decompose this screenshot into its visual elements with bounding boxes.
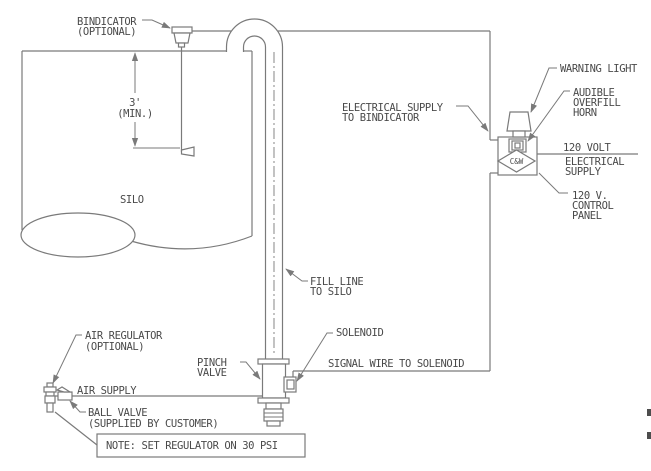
pinch-valve-leader xyxy=(240,361,261,380)
warning-light-dome xyxy=(506,111,532,132)
note-text: NOTE: SET REGULATOR ON 30 PSI xyxy=(106,440,278,452)
regulator-body xyxy=(44,395,56,404)
silo-label: SILO xyxy=(120,194,144,206)
air-regulator-device xyxy=(43,382,57,413)
panel-logo-text: C&W xyxy=(510,157,524,166)
dimension-3ft: 3' (MIN.) xyxy=(117,52,180,149)
fill-line-label-1: FILL LINE xyxy=(310,276,363,288)
warning-light-base xyxy=(512,130,526,138)
valve-outlet-stub xyxy=(265,402,282,410)
bindicator-label-1: BINDICATOR xyxy=(77,16,137,28)
ball-valve-lever xyxy=(55,386,73,393)
horn-label-2: OVERFILL xyxy=(573,97,620,109)
label-pinch-valve: PINCH VALVE xyxy=(197,357,261,380)
elec-supply-label-2: TO BINDICATOR xyxy=(342,112,420,124)
silo xyxy=(20,50,253,258)
solenoid-leader xyxy=(296,332,333,382)
ball-valve-leader xyxy=(69,400,86,413)
scan-artifact-1 xyxy=(647,409,651,416)
label-warning-light: WARNING LIGHT xyxy=(530,63,638,113)
note-leader xyxy=(54,411,98,446)
pinch-valve-assembly xyxy=(257,358,297,427)
signal-wire-label: SIGNAL WIRE TO SOLENOID xyxy=(328,358,464,370)
label-ball-valve: BALL VALVE (SUPPLIED BY CUSTOMER) xyxy=(69,400,219,430)
elec-supply-label-1: ELECTRICAL SUPPLY xyxy=(342,102,444,114)
note-frame xyxy=(96,433,306,458)
bindicator-leader xyxy=(142,19,171,29)
regulator-head xyxy=(43,386,57,393)
warning-light-leader xyxy=(530,67,557,113)
bindicator-device xyxy=(171,26,195,157)
air-supply-label: AIR SUPPLY xyxy=(77,385,137,397)
bindicator-body xyxy=(173,32,191,44)
fill-line-label-2: TO SILO xyxy=(310,286,352,298)
panel-logo-diamond xyxy=(496,149,537,173)
fill-line-pipe xyxy=(225,18,284,359)
silo-bottom-ellipse xyxy=(20,212,136,258)
horn-inner xyxy=(514,142,521,149)
air-regulator-label-2: (OPTIONAL) xyxy=(85,341,144,353)
label-bindicator: BINDICATOR (OPTIONAL) xyxy=(77,16,171,38)
control-panel-label-3: PANEL xyxy=(572,210,602,222)
control-panel: C&W xyxy=(496,111,638,176)
air-regulator-label-1: AIR REGULATOR xyxy=(85,330,163,342)
pinch-valve-label-1: PINCH xyxy=(197,357,227,369)
pipe-outer-wall xyxy=(225,18,284,359)
label-control-panel: 120 V. CONTROL PANEL xyxy=(538,172,614,222)
electrical-supply-wire xyxy=(192,30,498,141)
regulator-knob xyxy=(46,382,54,388)
volt-supply-label-1: 120 VOLT xyxy=(563,142,611,154)
bindicator-cap xyxy=(171,26,193,34)
valve-top-flange xyxy=(257,358,290,365)
signal-wire xyxy=(292,172,498,377)
silo-bottom-arc xyxy=(130,235,253,250)
hose-coupling xyxy=(263,408,284,422)
horn-label-1: AUDIBLE xyxy=(573,87,615,99)
label-volt-supply: 120 VOLT ELECTRICAL SUPPLY xyxy=(563,142,625,178)
volt-supply-label-2: ELECTRICAL xyxy=(565,156,624,168)
solenoid-label: SOLENOID xyxy=(336,327,383,339)
ball-valve-label-2: (SUPPLIED BY CUSTOMER) xyxy=(88,418,218,430)
coupling-tip xyxy=(266,420,281,427)
note-box: NOTE: SET REGULATOR ON 30 PSI xyxy=(54,411,306,458)
bindicator-paddle xyxy=(180,146,195,157)
valve-body xyxy=(261,363,287,399)
elec-supply-leader xyxy=(456,105,489,132)
control-panel-label-2: CONTROL xyxy=(572,200,614,212)
label-audible-horn: AUDIBLE OVERFILL HORN xyxy=(527,87,621,142)
valve-bottom-flange xyxy=(257,397,290,404)
label-fill-line: FILL LINE TO SILO xyxy=(285,268,364,298)
ball-valve-device xyxy=(55,386,73,401)
horn-leader xyxy=(527,90,570,142)
bindicator-label-2: (OPTIONAL) xyxy=(77,26,136,38)
horn-label-3: HORN xyxy=(573,107,597,119)
air-regulator-leader xyxy=(52,334,82,384)
regulator-neck xyxy=(45,391,55,397)
label-air-regulator: AIR REGULATOR (OPTIONAL) xyxy=(52,330,163,384)
control-panel-label-1: 120 V. xyxy=(572,190,608,202)
ball-valve-label-1: BALL VALVE xyxy=(88,407,147,419)
control-panel-leader xyxy=(538,172,568,194)
scan-artifact-2 xyxy=(647,432,651,439)
pinch-valve-label-2: VALVE xyxy=(197,367,227,379)
label-solenoid: SOLENOID xyxy=(296,327,384,382)
label-electrical-supply-bindicator: ELECTRICAL SUPPLY TO BINDICATOR xyxy=(342,102,489,132)
fill-line-leader xyxy=(285,268,308,282)
regulator-bowl xyxy=(46,402,54,413)
dimension-min: (MIN.) xyxy=(117,108,153,120)
dimension-value: 3' xyxy=(129,97,141,109)
volt-supply-label-3: SUPPLY xyxy=(565,166,602,178)
warning-light-label: WARNING LIGHT xyxy=(560,63,638,75)
ball-valve-body xyxy=(57,391,73,401)
solenoid-coil xyxy=(286,379,295,390)
pipe-inner-wall xyxy=(242,35,267,359)
bindicator-neck xyxy=(177,42,186,48)
air-supply-line-group xyxy=(43,382,262,413)
